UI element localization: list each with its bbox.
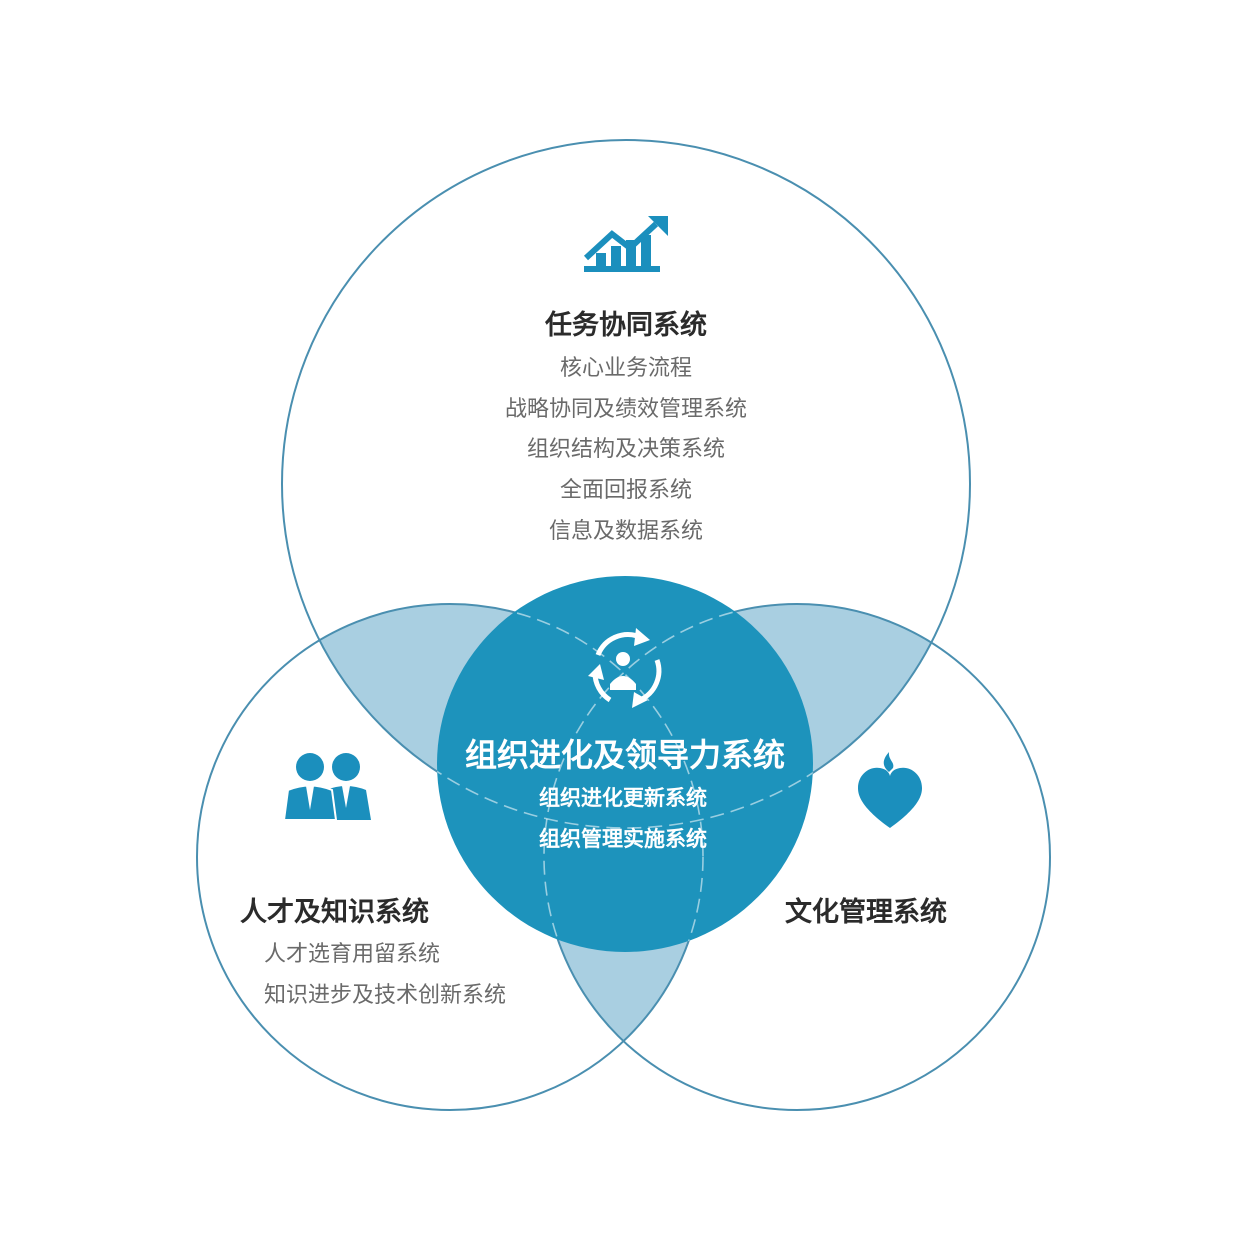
- center-item-2: 组织管理实施系统: [539, 827, 707, 851]
- top-item-4: 全面回报系统: [559, 478, 692, 503]
- top-item-5: 信息及数据系统: [548, 519, 703, 544]
- cycle-arrowheads: [588, 628, 650, 708]
- center-circle: [437, 576, 813, 952]
- left-item-2: 知识进步及技术创新系统: [264, 983, 507, 1008]
- top-item-3: 组织结构及决策系统: [526, 437, 725, 462]
- center-title: 组织进化及领导力系统: [464, 736, 785, 774]
- left-item-1: 人才选育用留系统: [264, 942, 441, 967]
- heart-flame-icon: [858, 752, 922, 828]
- growth-chart-icon: [583, 216, 668, 272]
- top-item-2: 战略协同及绩效管理系统: [504, 397, 747, 422]
- center-dashed-arcs-2: [437, 603, 813, 952]
- top-item-1: 核心业务流程: [559, 356, 692, 381]
- left-circle-title: 人才及知识系统: [240, 897, 429, 928]
- center-item-1: 组织进化更新系统: [539, 786, 707, 810]
- people-icon: [282, 753, 371, 821]
- top-circle-title: 任务协同系统: [545, 310, 707, 341]
- right-circle-title: 文化管理系统: [785, 897, 947, 928]
